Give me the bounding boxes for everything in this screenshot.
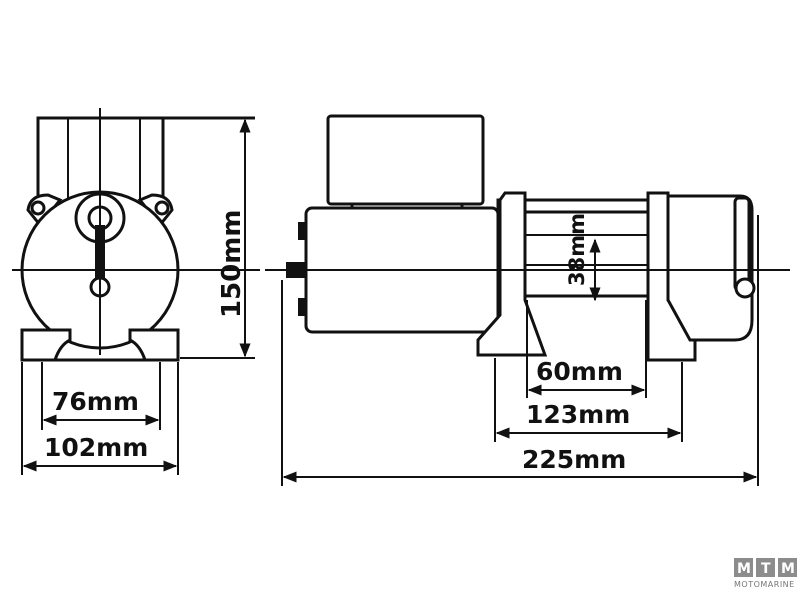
drum-diameter-label: 38mm — [565, 213, 589, 286]
logo-letter-3: M — [781, 561, 795, 577]
clutch-lever — [733, 196, 751, 292]
logo-name: MOTOMARINE — [734, 580, 795, 589]
front-view — [12, 108, 260, 362]
front-left-foot — [20, 328, 72, 362]
inner-width-label: 76mm — [52, 387, 139, 416]
overall-length-label: 225mm — [522, 445, 626, 474]
outer-width-label: 102mm — [44, 433, 148, 462]
logo-letter-1: M — [737, 561, 751, 577]
drum-length-label: 60mm — [536, 357, 623, 386]
front-dimensions — [21, 118, 255, 475]
height-label: 150mm — [217, 210, 247, 318]
mount-spacing-label: 123mm — [526, 400, 630, 429]
side-dimensions — [281, 215, 759, 486]
motomarine-logo: M T M MOTOMARINE — [734, 558, 797, 589]
left-end-bracket — [476, 191, 548, 357]
logo-letter-2: T — [761, 561, 771, 577]
side-view — [265, 114, 790, 362]
front-right-foot — [128, 328, 180, 362]
control-box — [326, 114, 485, 206]
